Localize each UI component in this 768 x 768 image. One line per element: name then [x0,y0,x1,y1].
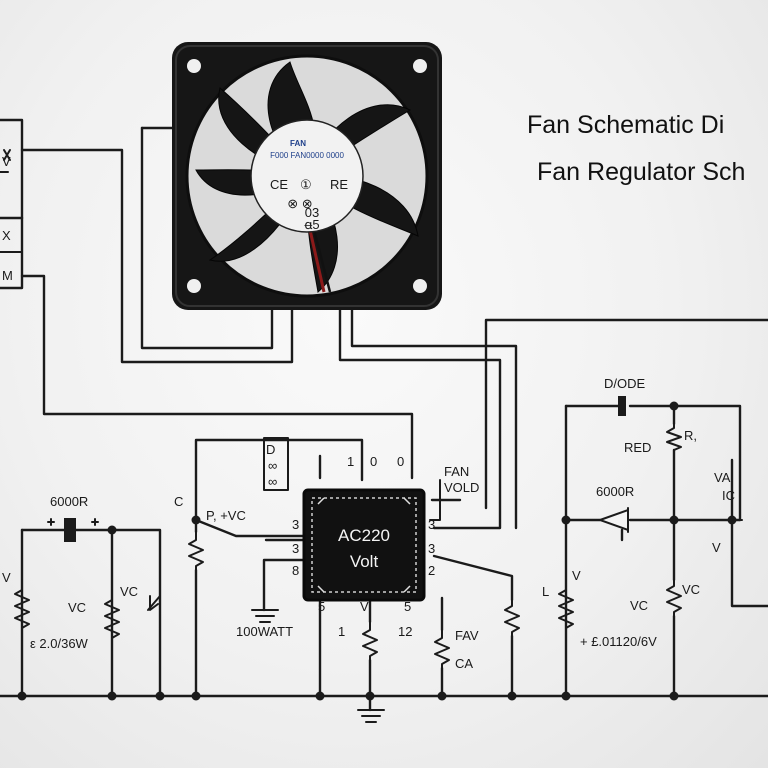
label-right-vc2: VC [682,582,700,597]
ic-right-pin-3: 2 [428,563,435,578]
fan-mount-hole [187,59,201,73]
label-pin-1: 1 [338,624,345,639]
label-pin-12: 12 [398,624,412,639]
main-wiring [0,126,768,712]
left-edge-label-2: X [2,228,11,243]
title-block: Fan Schematic Di Fan Regulator Sch [527,111,745,186]
resistor-right-red [666,423,682,451]
label-ca: CA [455,656,473,671]
small-boxes: D ∞ ∞ [263,437,441,521]
label-pot-c: C [174,494,183,509]
ground-icon [357,709,385,723]
ic-left-pin-2: 3 [292,541,299,556]
fan-hub-label [250,119,364,233]
label-left-cap: 6000R [50,494,88,509]
fan-mount-hole [413,59,427,73]
label-left-rating: ε 2.0/36W [30,636,89,651]
label-va: VA [714,470,731,485]
resistor-right-2 [666,579,682,619]
label-diode: D/ODE [604,376,646,391]
label-pot-vc: P, +VC [206,508,246,523]
capacitor-diode [618,396,626,416]
ic-bottom-pin-1: 5 [318,599,325,614]
label-r-mark: R, [684,428,697,443]
ic-top-pin-1: 1 [347,454,354,469]
ic-right-pin-1: 3 [428,517,435,532]
ic-bottom-pin-3: 5 [404,599,411,614]
resistor-left-2 [104,589,120,651]
ic-chip: AC220 Volt 1 0 0 5 V 5 3 3 8 3 3 2 [292,454,435,614]
left-edge-components: V X M [0,118,24,290]
ic-top-pin-2: 0 [370,454,377,469]
resistor-right-1 [558,579,574,641]
label-right-vc: VC [630,598,648,613]
fan-mark-circle: ① [300,177,312,192]
fan-mount-hole [187,279,201,293]
fan-model: F000 FAN0000 0000 [270,151,344,160]
label-l-mark: L [542,584,549,599]
label-left-vc2: VC [120,584,138,599]
fan-sub-2: 03 [305,205,319,220]
label-fan-volt-1: FAN [444,464,469,479]
capacitor-left [64,518,76,542]
fan-mount-hole [413,279,427,293]
title-line-1: Fan Schematic Di [527,111,724,139]
passives [47,396,743,611]
ic-bottom-pin-2: V [360,599,369,614]
junction-dots [17,401,737,701]
ground-symbols [251,609,385,723]
ground-icon [251,609,279,623]
ic-left-pin-3: 8 [292,563,299,578]
cooling-fan: FAN F000 FAN0000 0000 CE ① RE ⊗ ⊗ 03 ꬰ5 [172,42,442,310]
ic-left-pin-1: 3 [292,517,299,532]
fan-brand: FAN [290,139,306,148]
label-v-right: V [712,540,721,555]
ic-label-line2: Volt [350,552,379,571]
resistor-left-1 [14,579,30,641]
component-labels: 6000R VC VC ε 2.0/36W V P, +VC C 100WATT… [2,376,735,671]
title-line-2: Fan Regulator Sch [537,158,745,186]
label-fav: FAV [455,628,479,643]
resistor-center-2 [434,629,450,671]
label-right-rating: + £.01120/6V [580,634,657,649]
resistor-pot [188,531,204,573]
left-edge-label-3: M [2,268,13,283]
left-edge-label-1: V [2,154,11,169]
label-fan-volt-2: VOLD [444,480,479,495]
box-label-b: ∞ [268,474,277,489]
label-right-r: 6000R [596,484,634,499]
resistors [14,423,682,671]
fan-sub-3: ꬰ5 [304,217,319,232]
diode-symbol [597,508,629,532]
fan-mark-ce: CE [270,177,288,192]
fan-mark-re: RE [330,177,348,192]
ic-right-pin-2: 3 [428,541,435,556]
label-red: RED [624,440,651,455]
variable-cap-icon [147,595,161,611]
label-watt: 100WATT [236,624,293,639]
ic-top-pin-3: 0 [397,454,404,469]
label-left-v: V [2,570,11,585]
label-left-vc: VC [68,600,86,615]
fan-sub-1: ⊗ ⊗ [287,196,312,211]
resistor-center [362,621,378,663]
box-label-a: ∞ [268,458,277,473]
resistor-right-center [504,599,520,639]
label-ic-mark: IC [722,488,735,503]
label-v-mark: V [572,568,581,583]
ic-label-line1: AC220 [338,526,390,545]
box-label-d: D [266,442,275,457]
